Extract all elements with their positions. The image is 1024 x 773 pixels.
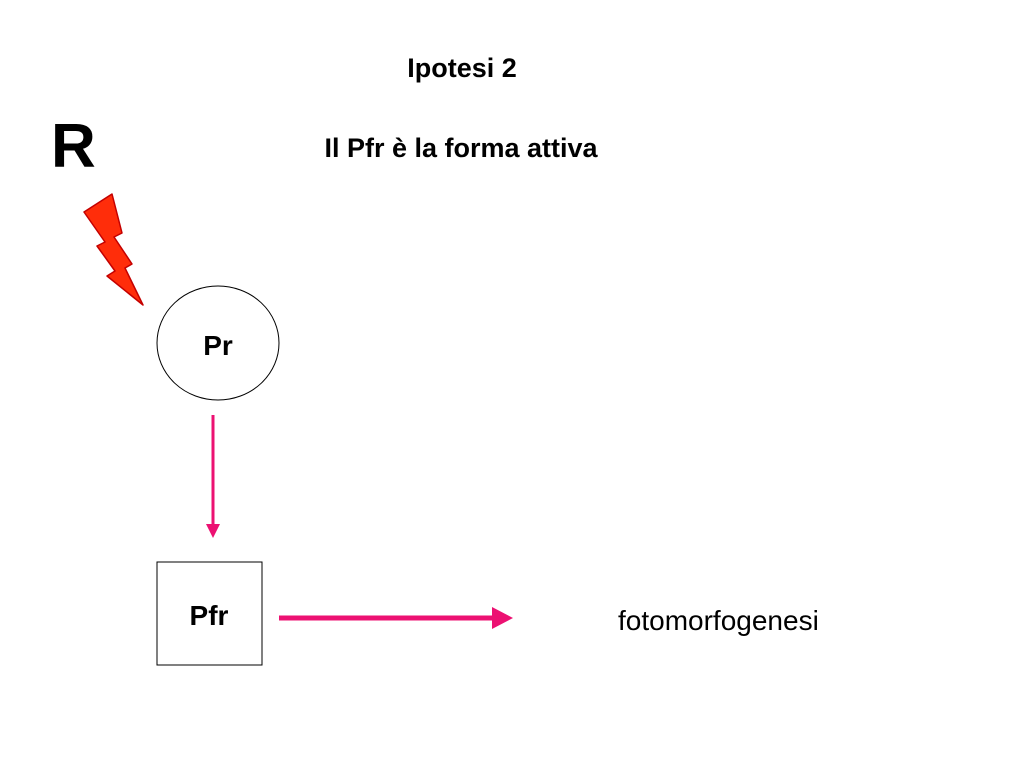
pfr-node-label: Pfr [190,600,229,631]
slide-subtitle: Il Pfr è la forma attiva [324,133,598,163]
pfr-to-outcome-arrowhead [492,607,513,629]
slide-title: Ipotesi 2 [407,53,517,83]
pfr-node [156,561,263,666]
outcome-label: fotomorfogenesi [618,605,819,636]
lightning-bolt-icon [83,193,144,306]
stimulus-label: R [51,112,96,181]
pr-node [156,285,280,401]
pr-node-label: Pr [203,330,233,361]
pr-to-pfr-arrowhead [206,524,220,538]
